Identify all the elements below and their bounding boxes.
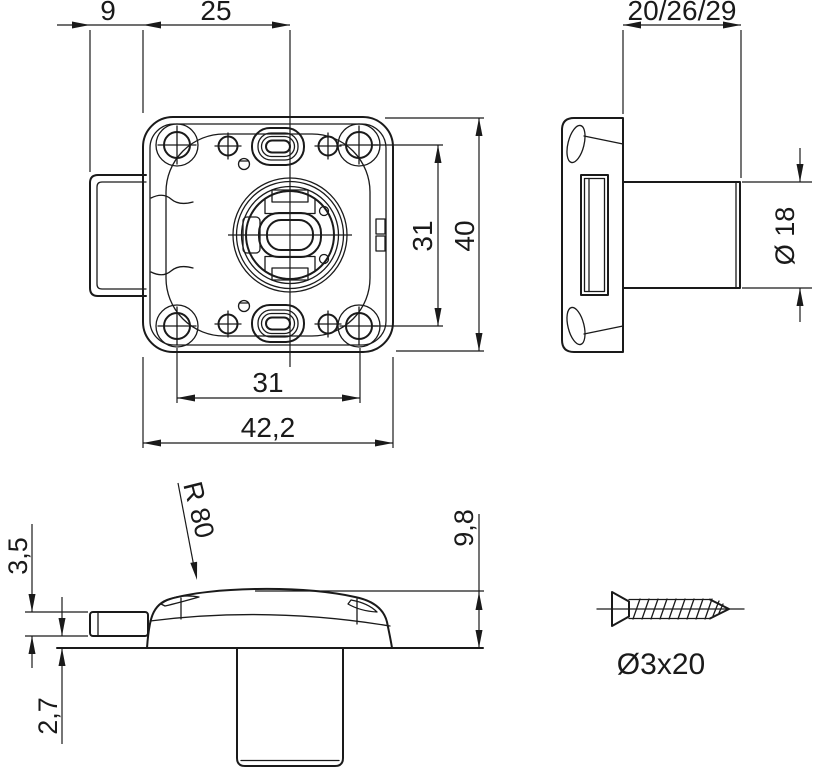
- dim-cap-height: 9,8: [449, 509, 479, 547]
- profile-view: [56, 587, 484, 767]
- arrowhead: [475, 118, 483, 136]
- arrowhead: [342, 394, 360, 402]
- cap-parting-line: [149, 613, 391, 627]
- arrowhead: [375, 439, 393, 447]
- flange-ear-bottom: [566, 306, 586, 346]
- arrowhead: [475, 592, 483, 610]
- arrowhead: [475, 630, 483, 648]
- lock-plate-outline: [165, 133, 371, 337]
- arrowhead: [272, 21, 290, 29]
- front-view: [89, 30, 394, 367]
- cylinder-profile: [236, 647, 344, 767]
- arrowhead: [475, 333, 483, 351]
- dim-bolt-thickness: 3,5: [3, 537, 33, 575]
- arrowhead: [143, 21, 161, 29]
- arrowhead: [28, 594, 36, 612]
- dim-body-width: 42,2: [241, 412, 296, 443]
- cylinder-barrel: [622, 181, 741, 289]
- flange-ear-top: [566, 124, 586, 164]
- dim-bolt-clearance: 2,7: [33, 697, 63, 735]
- dim-cylinder-diameter: Ø 18: [770, 207, 800, 266]
- arrowhead: [796, 288, 804, 306]
- bolt-channel: [580, 174, 609, 296]
- profile-view-dimensions: 3,5 2,7 9,8 R 80: [3, 479, 484, 744]
- dim-cylinder-offset: 25: [200, 0, 231, 26]
- dim-cylinder-lengths: 20/26/29: [628, 0, 737, 26]
- lock-cylinder-front: [228, 30, 352, 367]
- screw-head: [611, 591, 630, 627]
- screw-detail: Ø3x20: [596, 591, 745, 681]
- arrowhead: [623, 21, 641, 29]
- flange-outline: [561, 117, 624, 353]
- small-pins: [237, 157, 251, 313]
- corner-screw-holes: [157, 125, 379, 346]
- dim-hole-spacing-v: 31: [407, 220, 438, 251]
- cap-outline: [146, 587, 393, 649]
- dim-bolt-offset: 9: [100, 0, 116, 26]
- arrowhead: [177, 394, 195, 402]
- dim-hole-spacing-h: 31: [252, 367, 283, 398]
- middle-fixing-holes: [214, 132, 342, 338]
- lock-body-inner-contour: [149, 123, 387, 346]
- latch-bolt-front: [89, 174, 147, 297]
- arrowhead: [28, 636, 36, 654]
- side-view-dimensions: 20/26/29 Ø 18: [622, 0, 812, 322]
- arrowhead: [72, 21, 90, 29]
- arrowhead: [58, 648, 66, 666]
- dim-screw-size: Ø3x20: [617, 648, 705, 681]
- arrowhead: [143, 439, 161, 447]
- arrowhead: [434, 308, 442, 326]
- screw-threads: [628, 598, 724, 620]
- arrowhead: [723, 21, 741, 29]
- cap-ear-left: [160, 595, 200, 607]
- front-view-dimensions: 9 25 31 42,2 31 40: [57, 0, 484, 448]
- latch-bolt-profile: [89, 611, 149, 637]
- screw-tip: [709, 598, 730, 620]
- cap-ear-right: [347, 599, 378, 613]
- dim-cap-radius: R 80: [177, 479, 220, 542]
- arrowhead: [58, 618, 66, 636]
- lock-body-outline: [142, 116, 394, 353]
- dim-body-height: 40: [449, 220, 480, 251]
- arrowhead: [190, 561, 198, 580]
- arrowhead: [434, 145, 442, 163]
- side-view: [561, 117, 741, 353]
- arrowhead: [796, 164, 804, 182]
- edge-details: [150, 194, 386, 276]
